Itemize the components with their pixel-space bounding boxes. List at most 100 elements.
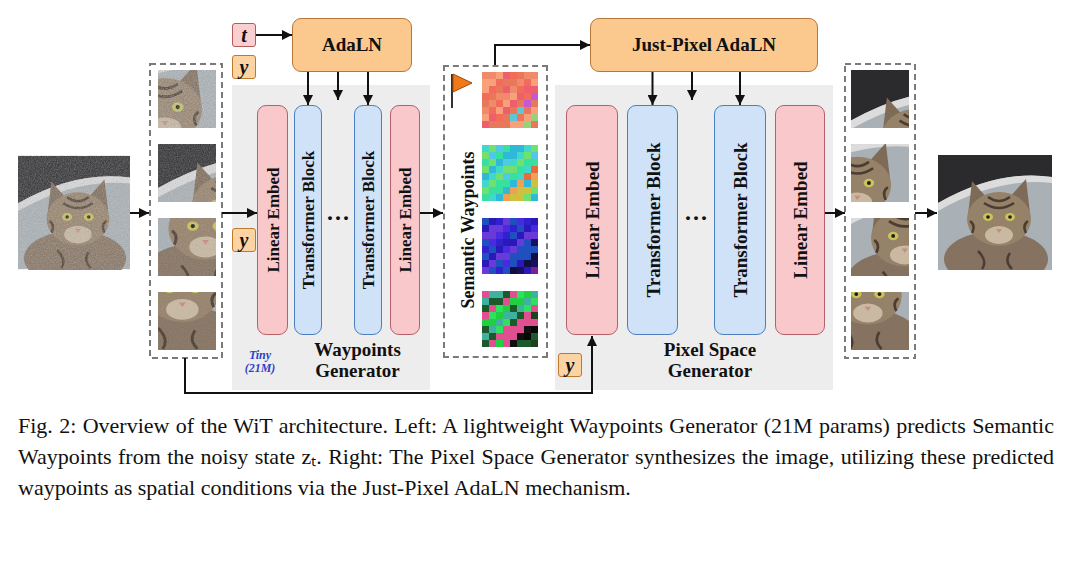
box-label: Transformer Block — [300, 151, 317, 290]
box-label: Semantic Waypoints — [459, 151, 477, 308]
waypoint-pixel — [496, 305, 503, 312]
waypoint-pixel — [517, 305, 524, 312]
waypoint-pixel — [531, 312, 538, 319]
waypoint-pixel — [531, 86, 538, 93]
waypoint-pixel — [531, 145, 538, 152]
waypoint-pixel — [489, 166, 496, 173]
waypoint-pixel — [482, 152, 489, 159]
waypoint-pixel — [503, 305, 510, 312]
waypoint-pixel — [531, 93, 538, 100]
waypoint-pixel — [510, 333, 517, 340]
waypoint-pixel — [503, 253, 510, 260]
waypoint-pixel — [510, 86, 517, 93]
waypoint-pixel — [510, 166, 517, 173]
waypoint-pixel — [517, 114, 524, 121]
panel-background — [232, 85, 833, 390]
waypoint-pixel — [489, 246, 496, 253]
waypoint-pixel — [496, 86, 503, 93]
waypoint-pixel — [496, 253, 503, 260]
waypoint-pixel — [503, 93, 510, 100]
waypoint-pixel — [482, 232, 489, 239]
waypoint-pixel — [489, 232, 496, 239]
waypoint-pixel — [531, 319, 538, 326]
arrow-connector — [739, 72, 741, 105]
waypoint-pixel — [496, 107, 503, 114]
waypoint-pixel — [489, 180, 496, 187]
waypoint-pixel — [503, 232, 510, 239]
waypoint-pixel — [482, 340, 489, 347]
waypoint-pixel — [482, 246, 489, 253]
waypoint-pixel — [482, 86, 489, 93]
waypoint-pixel — [524, 319, 531, 326]
waypoint-pixel — [496, 218, 503, 225]
waypoint-pixel — [517, 225, 524, 232]
waypoint-pixel — [482, 253, 489, 260]
waypoint-pixel — [489, 86, 496, 93]
generator-panel: Pixel Space GeneratorLinear EmbedTransfo… — [555, 85, 833, 390]
waypoint-pixel — [524, 121, 531, 128]
arrow-connector — [420, 212, 443, 214]
waypoint-pixel — [531, 260, 538, 267]
waypoint-pixel — [510, 319, 517, 326]
waypoint-pixel — [482, 239, 489, 246]
panel-ground — [555, 85, 833, 390]
waypoint-pixel — [510, 340, 517, 347]
panel-title: Pixel Space Generator — [620, 340, 800, 382]
waypoint-pixel — [517, 159, 524, 166]
waypoint-pixel — [510, 312, 517, 319]
waypoint-pixel — [531, 72, 538, 79]
waypoint-pixel — [524, 187, 531, 194]
waypoint-pixel — [496, 312, 503, 319]
waypoint-pixel — [524, 298, 531, 305]
waypoint-pixel — [496, 173, 503, 180]
waypoint-pixel — [482, 218, 489, 225]
waypoint-pixel — [531, 267, 538, 274]
generator-panel: Tiny (21M)Waypoints GeneratorLinear Embe… — [232, 85, 430, 390]
box-label: y — [566, 355, 575, 375]
waypoint-pixel — [510, 159, 517, 166]
waypoint-pixel — [517, 107, 524, 114]
waypoint-pixel — [489, 319, 496, 326]
waypoint-pixel — [496, 100, 503, 107]
waypoint-pixel — [482, 180, 489, 187]
waypoint-pixel — [510, 225, 517, 232]
waypoint-pixel — [517, 340, 524, 347]
waypoint-pixel — [489, 187, 496, 194]
waypoint-pixel — [489, 253, 496, 260]
waypoint-pixel — [489, 173, 496, 180]
waypoint-pixel — [517, 239, 524, 246]
waypoint-pixel — [524, 159, 531, 166]
waypoint-pixel — [510, 107, 517, 114]
waypoint-pixel — [517, 180, 524, 187]
waypoint-pixel — [517, 232, 524, 239]
waypoint-pixel — [524, 93, 531, 100]
waypoint-pixel — [524, 145, 531, 152]
waypoint-pixel — [503, 180, 510, 187]
waypoint-pixel — [489, 218, 496, 225]
waypoint-pixel — [496, 194, 503, 201]
waypoint-pixel — [489, 107, 496, 114]
waypoint-pixel — [510, 246, 517, 253]
waypoint-pixel — [531, 152, 538, 159]
waypoint-pixel — [489, 312, 496, 319]
waypoint-pixel — [531, 218, 538, 225]
waypoint-pixel — [531, 79, 538, 86]
waypoint-pixel — [482, 298, 489, 305]
waypoint-pixel — [489, 298, 496, 305]
waypoint-pixel — [524, 72, 531, 79]
waypoint-pixel — [517, 145, 524, 152]
waypoint-pixel — [489, 194, 496, 201]
box-label: Transformer Block — [643, 143, 662, 298]
waypoint-pixel — [482, 260, 489, 267]
waypoint-pixel — [503, 260, 510, 267]
waypoint-pixel — [503, 114, 510, 121]
output-image — [938, 155, 1052, 287]
waypoint-pixel — [482, 194, 489, 201]
waypoint-pixel — [496, 340, 503, 347]
waypoint-pixel — [503, 159, 510, 166]
waypoint-pixel — [510, 72, 517, 79]
waypoint-pixel — [482, 121, 489, 128]
waypoint-pixel — [496, 152, 503, 159]
transformer-block: Transformer Block — [354, 105, 382, 335]
class-tag: y — [232, 55, 256, 79]
